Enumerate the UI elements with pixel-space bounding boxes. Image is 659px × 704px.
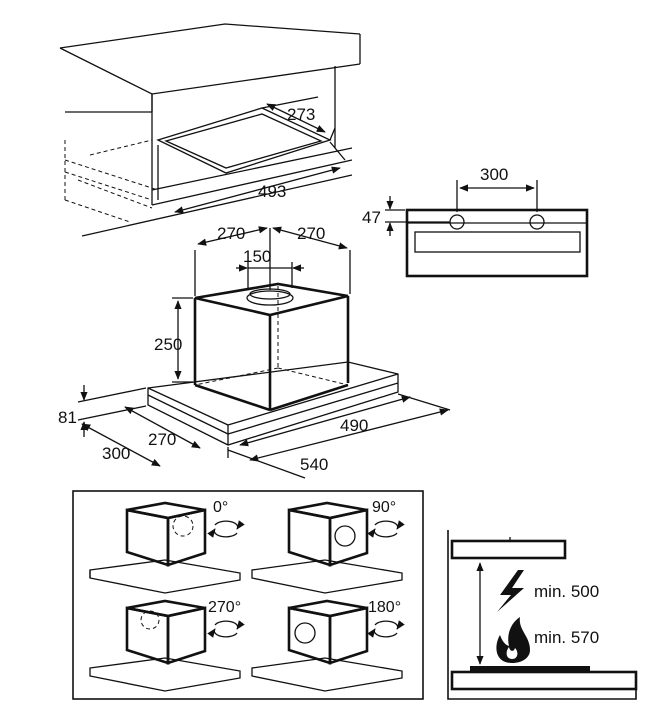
- cabinet-cutout-drawing: 273 493: [59, 23, 361, 237]
- clearance-panel: min. 500 min. 570: [447, 530, 638, 700]
- hood-width-label: 540: [300, 455, 328, 474]
- hood-drawing: 270 270 150 250 81 300 270 490 540: [58, 224, 451, 479]
- cabinet-depth-label: 273: [287, 105, 315, 124]
- rotation-label-0: 0°: [213, 499, 228, 516]
- rotation-label-180: 180°: [368, 599, 401, 616]
- hood-front-left-label: 270: [148, 430, 176, 449]
- outlet-diameter-label: 150: [243, 247, 271, 266]
- rotation-option-180: 180°: [251, 599, 405, 692]
- cabinet-width-label: 493: [258, 182, 286, 201]
- hood-depth-label: 300: [102, 444, 130, 463]
- front-view-drawing: 300 47: [362, 165, 589, 278]
- outlet-spacing-label: 300: [480, 165, 508, 184]
- panel-height-label: 81: [58, 408, 77, 427]
- rotation-option-0: 0°: [89, 499, 245, 594]
- electric-bolt-icon: [497, 570, 524, 612]
- rotation-option-90: 90°: [251, 499, 405, 594]
- rotation-options-panel: 0° 90° 270°: [72, 490, 424, 700]
- rotation-option-270: 270°: [89, 599, 245, 692]
- rotation-label-270: 270°: [208, 599, 241, 616]
- electric-clearance-label: min. 500: [534, 582, 599, 601]
- gas-clearance-label: min. 570: [534, 628, 599, 647]
- hood-front-right-label: 490: [340, 416, 368, 435]
- hood-right-label: 270: [297, 224, 325, 243]
- outlet-height-label: 47: [362, 208, 381, 227]
- hood-left-label: 270: [217, 224, 245, 243]
- hood-height-label: 250: [154, 335, 182, 354]
- rotation-label-90: 90°: [372, 499, 396, 516]
- gas-flame-icon: [496, 617, 530, 663]
